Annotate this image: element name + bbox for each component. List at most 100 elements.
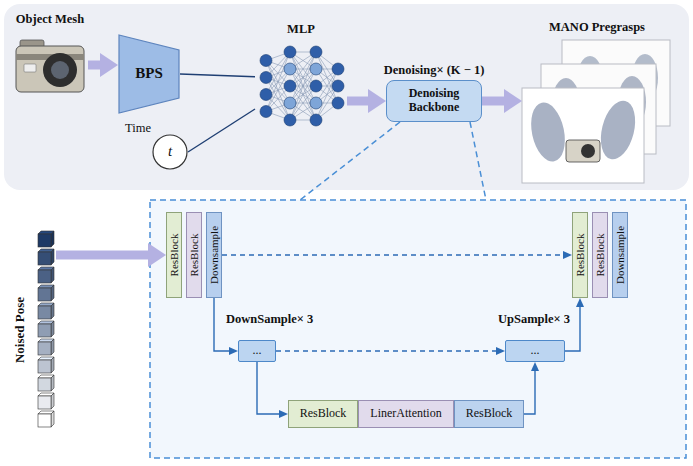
mlp-neuron xyxy=(284,114,296,126)
node-label: ResBlock xyxy=(594,234,607,277)
pose-cube xyxy=(38,321,54,337)
camera-body xyxy=(16,46,84,92)
backbone-panel xyxy=(150,200,686,458)
cube-face xyxy=(38,324,51,337)
mlp-neuron xyxy=(332,80,344,92)
skip-connection xyxy=(222,254,563,255)
camera-lens-inner xyxy=(51,61,69,79)
cube-face xyxy=(38,288,51,301)
cube-face xyxy=(38,414,51,427)
node-heading: MLP xyxy=(287,22,315,36)
resblock-bar: ResBlock xyxy=(186,212,202,298)
mlp-neuron xyxy=(310,114,322,126)
cube-side xyxy=(51,393,54,409)
resblock-bar: ResBlock xyxy=(592,212,608,298)
circle-outline xyxy=(153,135,187,169)
cube-face xyxy=(38,234,51,247)
resblock-bar: ResBlock xyxy=(166,212,182,298)
cube-side xyxy=(51,249,54,265)
mlp-network: MLP xyxy=(255,40,347,132)
camera-small xyxy=(566,140,600,162)
callout-line xyxy=(470,122,486,200)
mlp-neuron xyxy=(260,72,272,84)
node-label: ... xyxy=(528,344,543,358)
node-label: ... xyxy=(250,344,265,358)
flow-arrow xyxy=(482,97,504,106)
mlp-link xyxy=(316,69,338,120)
mlp-neuron xyxy=(284,80,296,92)
mlp-neuron xyxy=(310,63,322,75)
pose-cube xyxy=(38,357,54,373)
edge-label: UpSample× 3 xyxy=(496,312,572,326)
mlp-link xyxy=(290,52,316,103)
connector xyxy=(257,362,279,414)
mlp-neuron xyxy=(310,97,322,109)
resblock-bar: ResBlock xyxy=(572,212,588,298)
flow-arrow xyxy=(347,97,368,106)
node-heading: MANO Pregrasps xyxy=(549,20,645,34)
pose-cube xyxy=(38,231,54,247)
downsample-bar: Downsample xyxy=(612,212,628,298)
mlp-neuron xyxy=(310,80,322,92)
render-card xyxy=(522,88,644,183)
cube-side xyxy=(51,231,54,247)
pose-cube xyxy=(38,375,54,391)
pose-cube xyxy=(38,393,54,409)
node-label: ResBlock xyxy=(168,234,181,277)
linear-attention-box: LinerAttention xyxy=(358,400,454,428)
object-mesh-image: Object Mesh xyxy=(12,30,88,100)
ellipsis-block: ... xyxy=(238,340,276,362)
node-label: Denoising Backbone xyxy=(387,87,481,115)
node-label: ResBlock xyxy=(463,407,516,421)
connector xyxy=(180,74,255,77)
mlp-neuron xyxy=(332,63,344,75)
mlp-neuron xyxy=(332,97,344,109)
mlp-neuron xyxy=(260,55,272,67)
node-heading: Time xyxy=(125,121,151,135)
mlp-neuron xyxy=(260,89,272,101)
ellipsis-block: ... xyxy=(505,340,565,362)
mlp-link xyxy=(290,52,316,103)
node-label: ResBlock xyxy=(188,234,201,277)
pose-cube xyxy=(38,339,54,355)
pose-cube xyxy=(38,267,54,283)
mlp-neuron xyxy=(260,106,272,118)
node-label: t xyxy=(165,143,175,160)
mlp-neuron xyxy=(284,97,296,109)
cube-side xyxy=(51,267,54,283)
cube-side xyxy=(51,411,54,427)
mlp-link xyxy=(290,69,316,120)
connectors xyxy=(56,65,580,414)
cube-side xyxy=(51,339,54,355)
connector xyxy=(188,109,255,152)
camera-flash xyxy=(24,64,36,72)
pose-cube xyxy=(38,411,54,427)
node-heading: Denoising× (K − 1) xyxy=(384,63,485,77)
flow-arrow xyxy=(88,61,100,70)
cube-face xyxy=(38,378,51,391)
node-label: BPS xyxy=(132,65,166,82)
resblock-box: ResBlock xyxy=(288,400,358,428)
pregrasp-renders xyxy=(522,40,670,183)
cube-face xyxy=(38,270,51,283)
node-heading: Object Mesh xyxy=(16,12,84,26)
mlp-neuron xyxy=(284,46,296,58)
cube-side xyxy=(51,357,54,373)
cube-face xyxy=(38,360,51,373)
resblock-box: ResBlock xyxy=(454,400,524,428)
node-label: ResBlock xyxy=(574,234,587,277)
node-label: Downsample xyxy=(208,226,221,284)
camera-small-lens xyxy=(581,144,595,158)
skip-connection xyxy=(276,350,496,351)
hand-shape xyxy=(526,99,570,164)
node-label: LinerAttention xyxy=(367,407,444,421)
callout-line xyxy=(300,122,400,200)
cube-side xyxy=(51,303,54,319)
trapezoid-outline xyxy=(119,35,179,113)
downsample-bar: Downsample xyxy=(206,212,222,298)
top-panel xyxy=(4,4,689,190)
hand-shape xyxy=(595,97,641,163)
